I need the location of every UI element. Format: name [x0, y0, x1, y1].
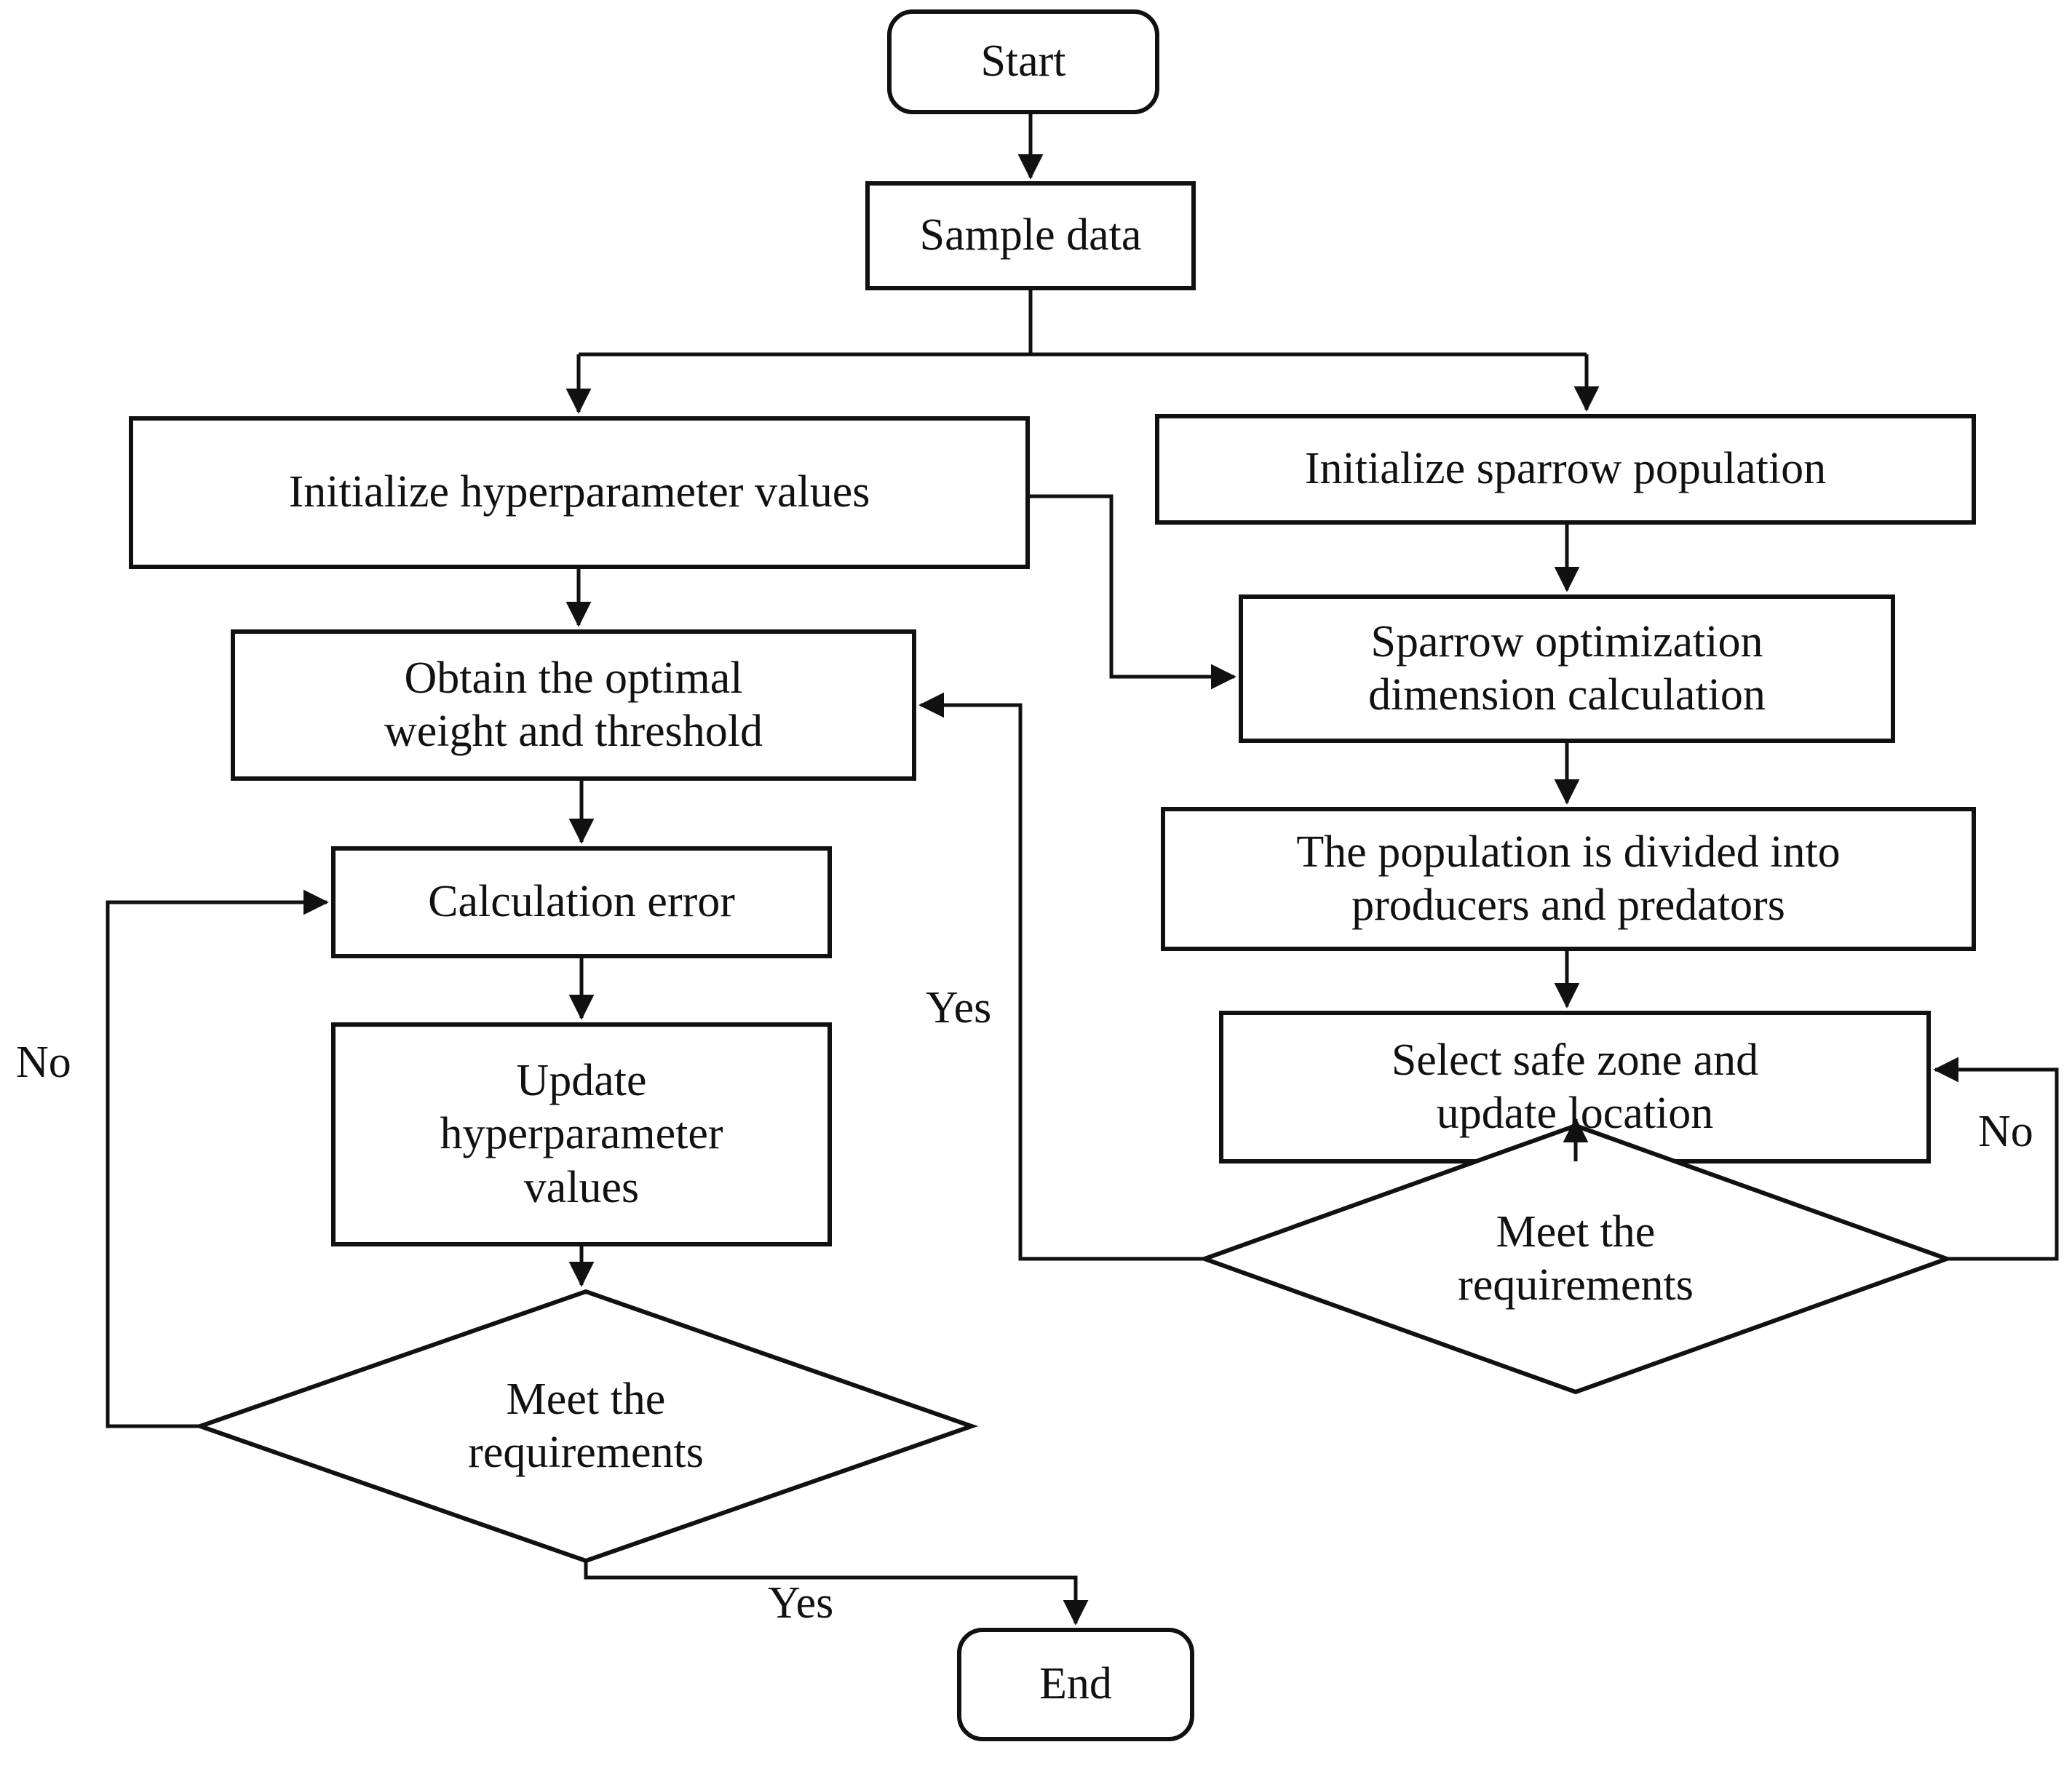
node-decision-left[interactable]: [193, 1289, 979, 1564]
node-sample-data[interactable]: [865, 181, 1196, 290]
node-initialize-sparrow-population[interactable]: [1155, 414, 1976, 525]
edge-decision-left-no-loop: [106, 889, 329, 1428]
node-initialize-hyperparameter-values[interactable]: [129, 416, 1030, 569]
edge-decision-right-yes-loop: [918, 692, 1204, 1261]
node-end[interactable]: [957, 1628, 1194, 1741]
node-decision-right[interactable]: [1198, 1123, 1953, 1395]
edge-init-hyper-to-sparrow-dim: [1028, 494, 1237, 690]
node-update-hyperparameter-values[interactable]: [331, 1022, 832, 1246]
node-population-divided[interactable]: [1161, 807, 1976, 951]
edge-decision-right-no-loop: [1933, 1057, 2059, 1261]
node-calculation-error[interactable]: [331, 846, 832, 958]
node-start[interactable]: [887, 9, 1159, 114]
node-obtain-optimal-weight-threshold[interactable]: [231, 629, 916, 781]
node-sparrow-optimization-dimension-calculation[interactable]: [1239, 594, 1895, 743]
edge-decision-left-yes-to-end: [584, 1561, 1089, 1626]
